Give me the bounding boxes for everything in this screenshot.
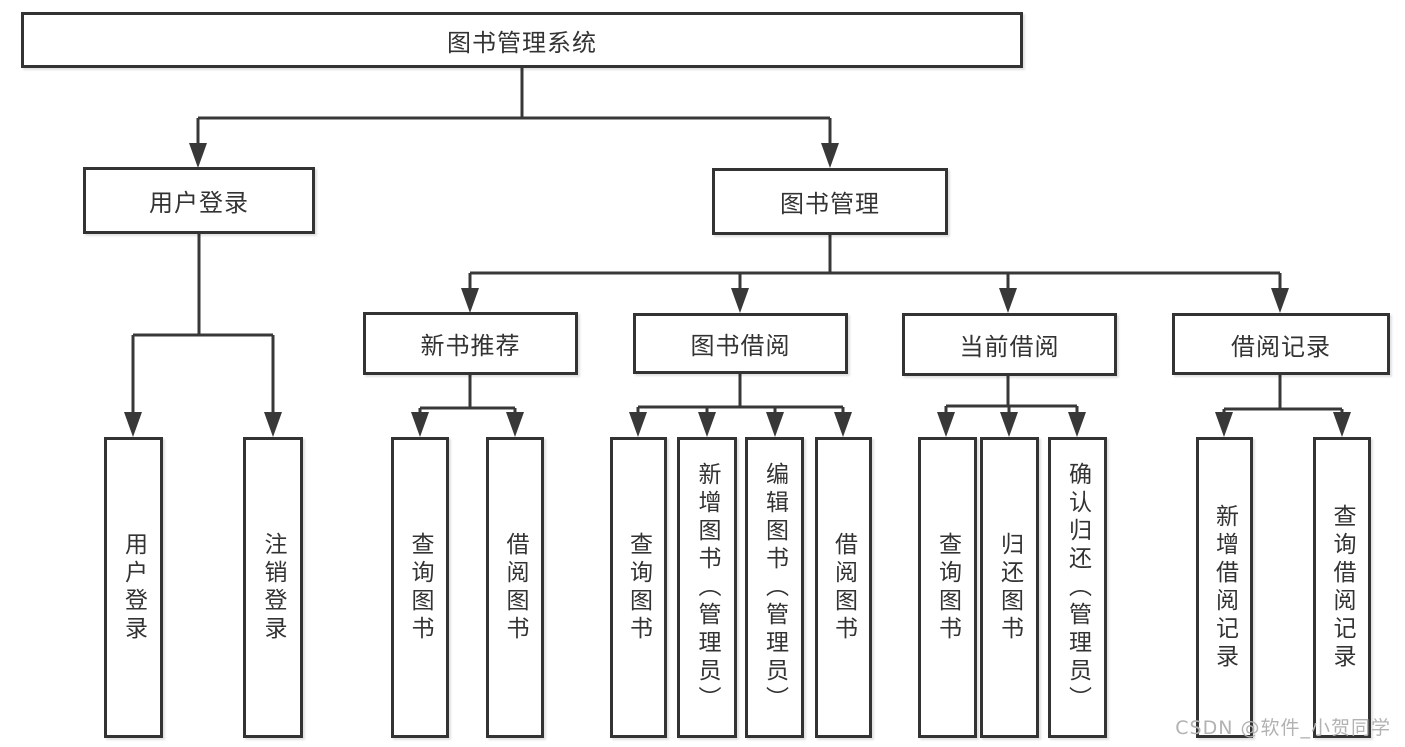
connector-new-books-children xyxy=(411,375,524,437)
connector-book-mgmt-children xyxy=(461,235,1289,313)
leaf-borrow-books-label: 借阅图书 xyxy=(830,531,857,644)
leaf-edit-books-admin-label: 编辑图书（管理员） xyxy=(761,461,788,714)
connector-root-to-level2 xyxy=(189,68,839,168)
leaf-add-books-admin-label: 新增图书（管理员） xyxy=(694,461,720,714)
csdn-watermark: CSDN @软件_小贺同学 xyxy=(1175,717,1391,739)
node-book-borrow: 图书借阅 xyxy=(633,313,848,374)
leaf-user-login: 用户登录 xyxy=(104,437,163,738)
node-library-system: 图书管理系统 xyxy=(21,12,1023,68)
leaf-query-books-current: 查询图书 xyxy=(918,437,977,738)
leaf-query-books-borrow: 查询图书 xyxy=(610,437,667,738)
leaf-query-borrow-record-label: 查询借阅记录 xyxy=(1329,503,1355,672)
leaf-logout: 注销登录 xyxy=(243,437,303,738)
node-new-book-recommend: 新书推荐 xyxy=(363,312,578,375)
leaf-query-books-recommend-label: 查询图书 xyxy=(407,531,433,644)
leaf-query-books-recommend: 查询图书 xyxy=(391,437,449,738)
node-user-login-branch: 用户登录 xyxy=(83,167,315,234)
node-borrow-records-label: 借阅记录 xyxy=(1231,332,1331,361)
leaf-borrow-books-recommend-label: 借阅图书 xyxy=(502,531,528,644)
leaf-confirm-return-admin: 确认归还（管理员） xyxy=(1048,437,1107,738)
leaf-add-books-admin: 新增图书（管理员） xyxy=(677,437,737,738)
connector-current-borrow-children xyxy=(937,376,1086,437)
leaf-query-books-borrow-label: 查询图书 xyxy=(625,531,652,644)
leaf-confirm-return-admin-label: 确认归还（管理员） xyxy=(1064,461,1091,714)
leaf-borrow-books-recommend: 借阅图书 xyxy=(486,437,544,738)
node-current-borrow: 当前借阅 xyxy=(902,313,1117,376)
node-library-system-label: 图书管理系统 xyxy=(447,28,597,57)
leaf-borrow-books: 借阅图书 xyxy=(815,437,872,738)
node-user-login-branch-label: 用户登录 xyxy=(149,189,249,217)
connector-user-login-children xyxy=(124,234,282,437)
leaf-add-borrow-record-label: 新增借阅记录 xyxy=(1211,503,1238,672)
node-borrow-records: 借阅记录 xyxy=(1172,313,1390,375)
leaf-add-borrow-record: 新增借阅记录 xyxy=(1196,437,1253,738)
node-book-management-label: 图书管理 xyxy=(780,190,880,218)
connector-book-borrow-children xyxy=(629,374,852,437)
leaf-user-login-label: 用户登录 xyxy=(120,531,147,644)
node-book-borrow-label: 图书借阅 xyxy=(690,332,791,360)
leaf-edit-books-admin: 编辑图书（管理员） xyxy=(745,437,804,738)
leaf-return-books: 归还图书 xyxy=(980,437,1039,738)
leaf-logout-label: 注销登录 xyxy=(260,531,286,644)
node-new-book-recommend-label: 新书推荐 xyxy=(420,332,521,360)
connector-borrow-records-children xyxy=(1215,375,1351,437)
node-book-management: 图书管理 xyxy=(712,168,948,235)
leaf-query-borrow-record: 查询借阅记录 xyxy=(1313,437,1371,738)
leaf-query-books-current-label: 查询图书 xyxy=(934,531,961,644)
leaf-return-books-label: 归还图书 xyxy=(996,531,1023,644)
node-current-borrow-label: 当前借阅 xyxy=(959,333,1060,361)
